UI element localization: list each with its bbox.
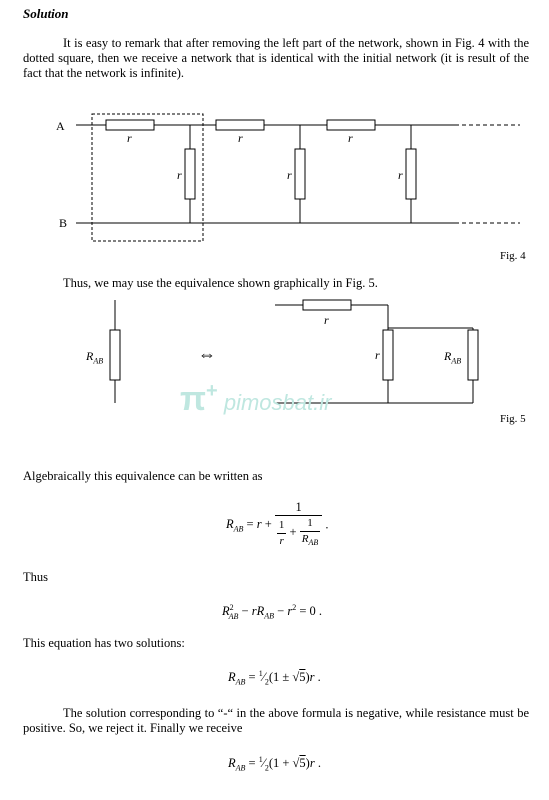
shunt-resistor-label-1: r (177, 168, 182, 182)
rab-resistor (109, 329, 121, 381)
watermark-text: pimosbat.ir (223, 390, 332, 415)
conclusion-paragraph: The solution corresponding to “-“ in the… (23, 706, 529, 735)
algebra-paragraph: Algebraically this equivalence can be wr… (23, 469, 263, 483)
shunt-resistor-2 (294, 148, 306, 200)
thus-label: Thus (23, 570, 48, 584)
node-a-label: A (56, 119, 65, 133)
watermark-logo: π+ pimosbat.ir (180, 380, 332, 418)
series-resistor-label-2: r (238, 131, 243, 145)
intro-paragraph: It is easy to remark that after removing… (23, 36, 529, 80)
series-resistor-3 (326, 119, 376, 131)
shunt-resistor-3 (405, 148, 417, 200)
shunt-resistor-label-3: r (398, 168, 403, 182)
equivalence-arrow-icon: ⇔ (198, 344, 216, 364)
fig5-caption: Fig. 5 (500, 413, 526, 425)
equation-4: RAB = 1⁄2(1 + √5)r . (228, 755, 321, 773)
figure-5-circuit (109, 299, 479, 404)
two-solutions-paragraph: This equation has two solutions: (23, 636, 185, 650)
dotted-square (91, 113, 204, 242)
series-resistor-label-3: r (348, 131, 353, 145)
fig5-series-label: r (324, 313, 329, 327)
node-b-label: B (59, 216, 68, 230)
fig5-series-resistor (302, 299, 352, 311)
equivalence-paragraph: Thus, we may use the equivalence shown g… (63, 276, 378, 290)
series-resistor-label-1: r (127, 131, 132, 145)
pi-logo-icon: π (180, 380, 207, 418)
solution-heading: Solution (23, 6, 69, 21)
fig5-shunt-label: r (375, 348, 380, 362)
series-resistor-1 (105, 119, 155, 131)
fig4-caption: Fig. 4 (500, 250, 526, 262)
fig5-rab-left-label: RAB (86, 349, 104, 366)
shunt-resistor-1 (184, 148, 196, 200)
shunt-resistor-label-2: r (287, 168, 292, 182)
series-resistor-2 (215, 119, 265, 131)
fig5-shunt-resistor (382, 329, 394, 381)
fig5-rab-resistor (467, 329, 479, 381)
figure-4-circuit (76, 113, 520, 242)
fig5-rab-right-label: RAB (444, 349, 462, 366)
equation-3: RAB = 1⁄2(1 ± √5)r . (228, 669, 321, 687)
equation-2: R2AB − rRAB − r2 = 0 . (222, 603, 323, 621)
